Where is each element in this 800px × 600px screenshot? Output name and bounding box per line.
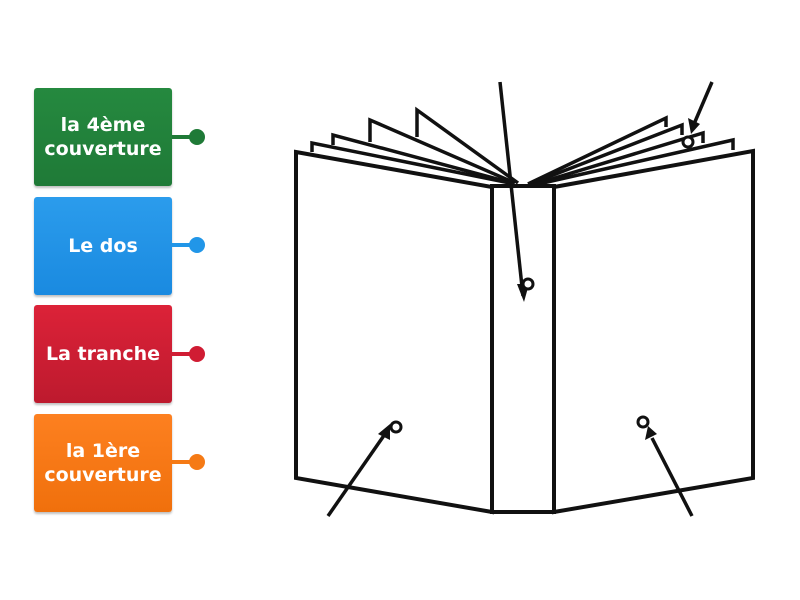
label-spine[interactable]: Le dos — [34, 197, 172, 295]
connector-line — [172, 460, 196, 464]
drop-hotspots[interactable] — [389, 135, 695, 434]
connector-dot[interactable] — [189, 346, 205, 362]
connector-line — [172, 135, 196, 139]
connector-dot[interactable] — [189, 129, 205, 145]
label-front-cover[interactable]: la 1ère couverture — [34, 414, 172, 512]
label-text: Le dos — [68, 235, 138, 257]
spine-shape — [490, 184, 556, 514]
label-text: la 4ème couverture — [44, 114, 162, 160]
back-cover-shape — [294, 149, 494, 515]
connector-line — [172, 352, 196, 356]
connector-line — [172, 243, 196, 247]
connector-dot[interactable] — [189, 454, 205, 470]
label-edge[interactable]: La tranche — [34, 305, 172, 403]
pointer-arrows — [326, 81, 714, 517]
front-cover-shape — [552, 148, 755, 515]
hotspot-back-cover[interactable] — [389, 420, 403, 434]
book-pages — [310, 106, 735, 187]
label-back-cover[interactable]: la 4ème couverture — [34, 88, 172, 186]
hotspot-front-cover[interactable] — [636, 415, 650, 429]
hotspot-spine[interactable] — [521, 277, 535, 291]
connector-dot[interactable] — [189, 237, 205, 253]
hotspot-edge[interactable] — [681, 135, 695, 149]
label-text: la 1ère couverture — [44, 440, 162, 486]
label-text: La tranche — [45, 343, 161, 365]
